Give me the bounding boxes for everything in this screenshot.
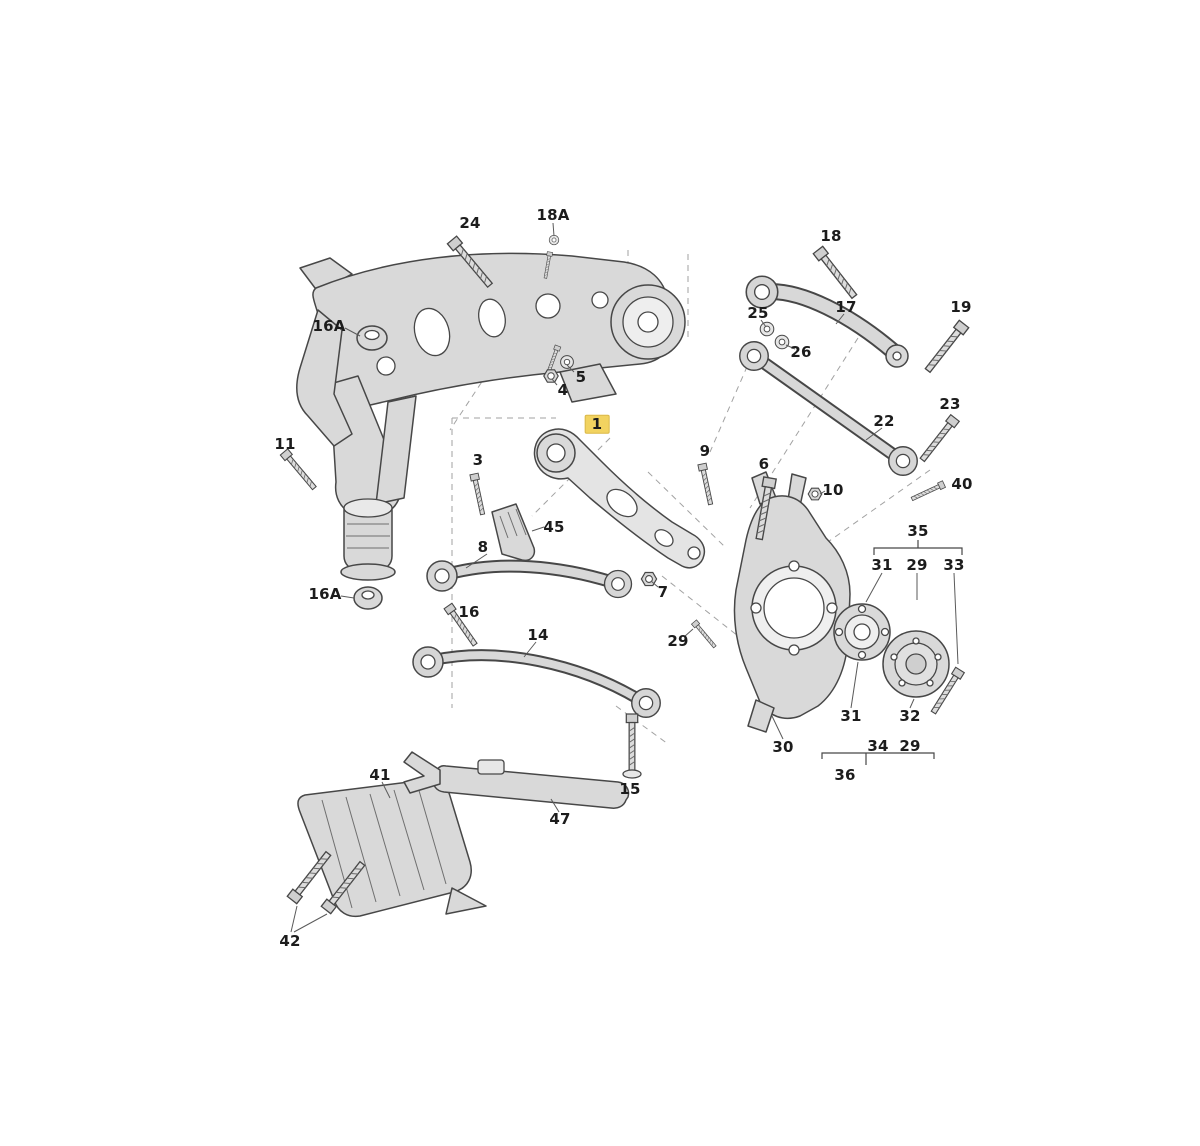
lower-link-8: [426, 559, 633, 599]
part-label-32-31[interactable]: 32: [899, 706, 921, 725]
underbody-guard-41: [297, 778, 487, 918]
part-label-31-22[interactable]: 31: [871, 555, 893, 574]
part-label-25-4[interactable]: 25: [747, 303, 769, 322]
part-label-31-30[interactable]: 31: [840, 706, 862, 725]
part-label-5-8[interactable]: 5: [575, 367, 587, 386]
bushing-16a-upper: [356, 325, 388, 351]
part-label-11-13[interactable]: 11: [274, 434, 296, 453]
part-label-22-11[interactable]: 22: [873, 411, 895, 430]
bracket-47: [403, 751, 630, 809]
part-label-7-25[interactable]: 7: [657, 582, 669, 601]
tie-rod-22: [739, 341, 918, 476]
subframe-bushing-tower: [340, 498, 396, 581]
part-label-41-37[interactable]: 41: [369, 765, 391, 784]
group-bracket-36: [821, 752, 935, 765]
washer-15: [622, 769, 642, 779]
part-label-26-7[interactable]: 26: [790, 342, 812, 361]
part-label-47-38[interactable]: 47: [549, 809, 571, 828]
part-label-9-15[interactable]: 9: [699, 441, 711, 460]
part-label-19-6[interactable]: 19: [950, 297, 972, 316]
part-label-17-5[interactable]: 17: [835, 297, 857, 316]
part-label-42-39[interactable]: 42: [279, 931, 301, 950]
group-bracket-35: [873, 540, 963, 555]
part-label-16A-26[interactable]: 16A: [308, 584, 342, 603]
part-label-35-20[interactable]: 35: [907, 521, 929, 540]
rear-subframe: [295, 252, 686, 581]
part-label-18-2[interactable]: 18: [820, 226, 842, 245]
part-label-15-36[interactable]: 15: [619, 779, 641, 798]
part-label-36-35[interactable]: 36: [834, 765, 856, 784]
part-label-3-14[interactable]: 3: [472, 450, 484, 469]
part-label-29-29[interactable]: 29: [667, 631, 689, 650]
part-label-24-0[interactable]: 24: [459, 213, 481, 232]
part-label-30-32[interactable]: 30: [772, 737, 794, 756]
part-label-6-16[interactable]: 6: [758, 454, 770, 473]
part-label-29-23[interactable]: 29: [906, 555, 928, 574]
wheel-hub-32: [882, 630, 950, 698]
part-label-4-9[interactable]: 4: [557, 380, 569, 399]
part-label-40-17[interactable]: 40: [951, 474, 973, 493]
trailing-arm-14: [412, 646, 661, 718]
part-label-16A-3[interactable]: 16A: [312, 316, 346, 335]
part-label-1-12[interactable]: 1: [584, 414, 610, 434]
part-label-10-18[interactable]: 10: [822, 480, 844, 499]
control-arm-1-selected: [533, 428, 706, 569]
part-label-8-21[interactable]: 8: [477, 537, 489, 556]
part-label-34-33[interactable]: 34: [867, 736, 889, 755]
part-label-14-28[interactable]: 14: [527, 625, 549, 644]
wheel-bearing-31: [833, 603, 891, 661]
leader-lines: [290, 222, 959, 933]
part-label-16-27[interactable]: 16: [458, 602, 480, 621]
fasteners: [279, 234, 970, 915]
part-label-29-34[interactable]: 29: [899, 736, 921, 755]
part-label-33-24[interactable]: 33: [943, 555, 965, 574]
part-label-18A-1[interactable]: 18A: [536, 205, 570, 224]
part-label-23-10[interactable]: 23: [939, 394, 961, 413]
part-label-45-19[interactable]: 45: [543, 517, 565, 536]
upper-arm-17: [745, 275, 909, 368]
wheel-carrier-30: [733, 471, 851, 733]
